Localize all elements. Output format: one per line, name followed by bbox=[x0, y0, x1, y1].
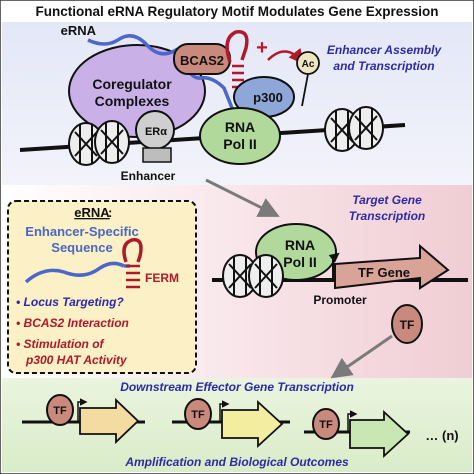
erna-box-title: eRNA bbox=[74, 205, 110, 220]
mid-rnapol-label-1: RNA bbox=[285, 237, 315, 253]
tf-gene-label: TF Gene bbox=[358, 265, 410, 280]
flow-arrow-1 bbox=[205, 178, 280, 217]
flow-arrow-2 bbox=[330, 334, 393, 379]
gene2-arrow bbox=[221, 399, 284, 449]
gene3-arrow bbox=[349, 409, 410, 459]
gene1-tf bbox=[46, 394, 74, 426]
mid-heading-1: Target Gene bbox=[352, 193, 422, 207]
tf-protein bbox=[391, 304, 423, 344]
bullet-stimulation-2: p300 HAT Activity bbox=[25, 353, 128, 367]
plus-sign: + bbox=[256, 37, 268, 59]
gene1-arrow bbox=[79, 397, 140, 445]
bottom-panel: Downstream Effector Gene Transcription T… bbox=[22, 380, 459, 469]
top-heading-2: and Transcription bbox=[333, 59, 434, 73]
enhancer-label: Enhancer bbox=[121, 169, 176, 183]
erna-strand bbox=[87, 34, 234, 109]
nucleosome-2 bbox=[94, 120, 130, 164]
bottom-heading: Downstream Effector Gene Transcription bbox=[120, 380, 354, 394]
box-erna-strand bbox=[24, 261, 125, 284]
bullet-locus-targeting: • Locus Targeting? bbox=[16, 295, 124, 309]
ere-element bbox=[142, 147, 172, 163]
gene1-tss bbox=[77, 398, 88, 422]
nucleosome-4 bbox=[348, 106, 384, 150]
bcas2-label: BCAS2 bbox=[180, 53, 224, 68]
rnapol-label-1: RNA bbox=[225, 119, 255, 135]
rnapol-label-2: Pol II bbox=[223, 136, 256, 152]
coregulator-label-2: Complexes bbox=[95, 93, 170, 109]
top-panel: Coregulator Complexes eRNA BCAS2 + p300 … bbox=[19, 23, 443, 183]
gene3-tss bbox=[347, 410, 358, 432]
bullet-bcas2: • BCAS2 Interaction bbox=[16, 316, 129, 330]
middle-panel: Target Gene Transcription RNA Pol II TF … bbox=[212, 193, 468, 344]
promoter-label: Promoter bbox=[313, 293, 367, 307]
nucleosome-6 bbox=[248, 254, 284, 298]
top-heading-1: Enhancer Assembly bbox=[327, 43, 443, 57]
acetyl-label: Ac bbox=[302, 59, 315, 70]
tf-gene-arrow bbox=[334, 243, 450, 290]
erna-info-box: eRNA : Enhancer-Specific Sequence FERM •… bbox=[7, 200, 197, 374]
gene2-tss bbox=[219, 400, 230, 422]
seq-label-1: Enhancer-Specific bbox=[25, 224, 138, 239]
gene3-tf-label: TF bbox=[319, 419, 333, 431]
er-alpha-label: ERα bbox=[145, 126, 167, 138]
erna-box-title-colon: : bbox=[108, 205, 112, 220]
acetyl-tether bbox=[301, 73, 309, 107]
rna-pol-ii-enhancer bbox=[199, 107, 281, 165]
erna-label: eRNA bbox=[61, 23, 97, 38]
seq-label-2: Sequence bbox=[51, 240, 112, 255]
ferm-stem-loop bbox=[225, 30, 249, 89]
tf-protein-label: TF bbox=[400, 318, 415, 332]
coregulator-label-1: Coregulator bbox=[92, 76, 172, 92]
mid-rnapol-label-2: Pol II bbox=[283, 254, 316, 270]
bullet-stimulation-1: • Stimulation of bbox=[16, 337, 105, 351]
ellipsis-n: … (n) bbox=[425, 428, 458, 443]
tss-arrow-target bbox=[328, 252, 340, 280]
box-stem-loop bbox=[122, 238, 143, 289]
p300-label: p300 bbox=[253, 90, 283, 105]
ferm-label: FERM bbox=[145, 271, 179, 285]
gene3-tf bbox=[312, 408, 340, 440]
gene2-tf bbox=[184, 398, 212, 430]
gene2-tf-label: TF bbox=[191, 409, 205, 421]
gene1-tf-label: TF bbox=[53, 405, 67, 417]
mid-heading-2: Transcription bbox=[349, 209, 425, 223]
figure-title: Functional eRNA Regulatory Motif Modulat… bbox=[35, 4, 438, 19]
bottom-footer: Amplification and Biological Outcomes bbox=[124, 455, 349, 469]
